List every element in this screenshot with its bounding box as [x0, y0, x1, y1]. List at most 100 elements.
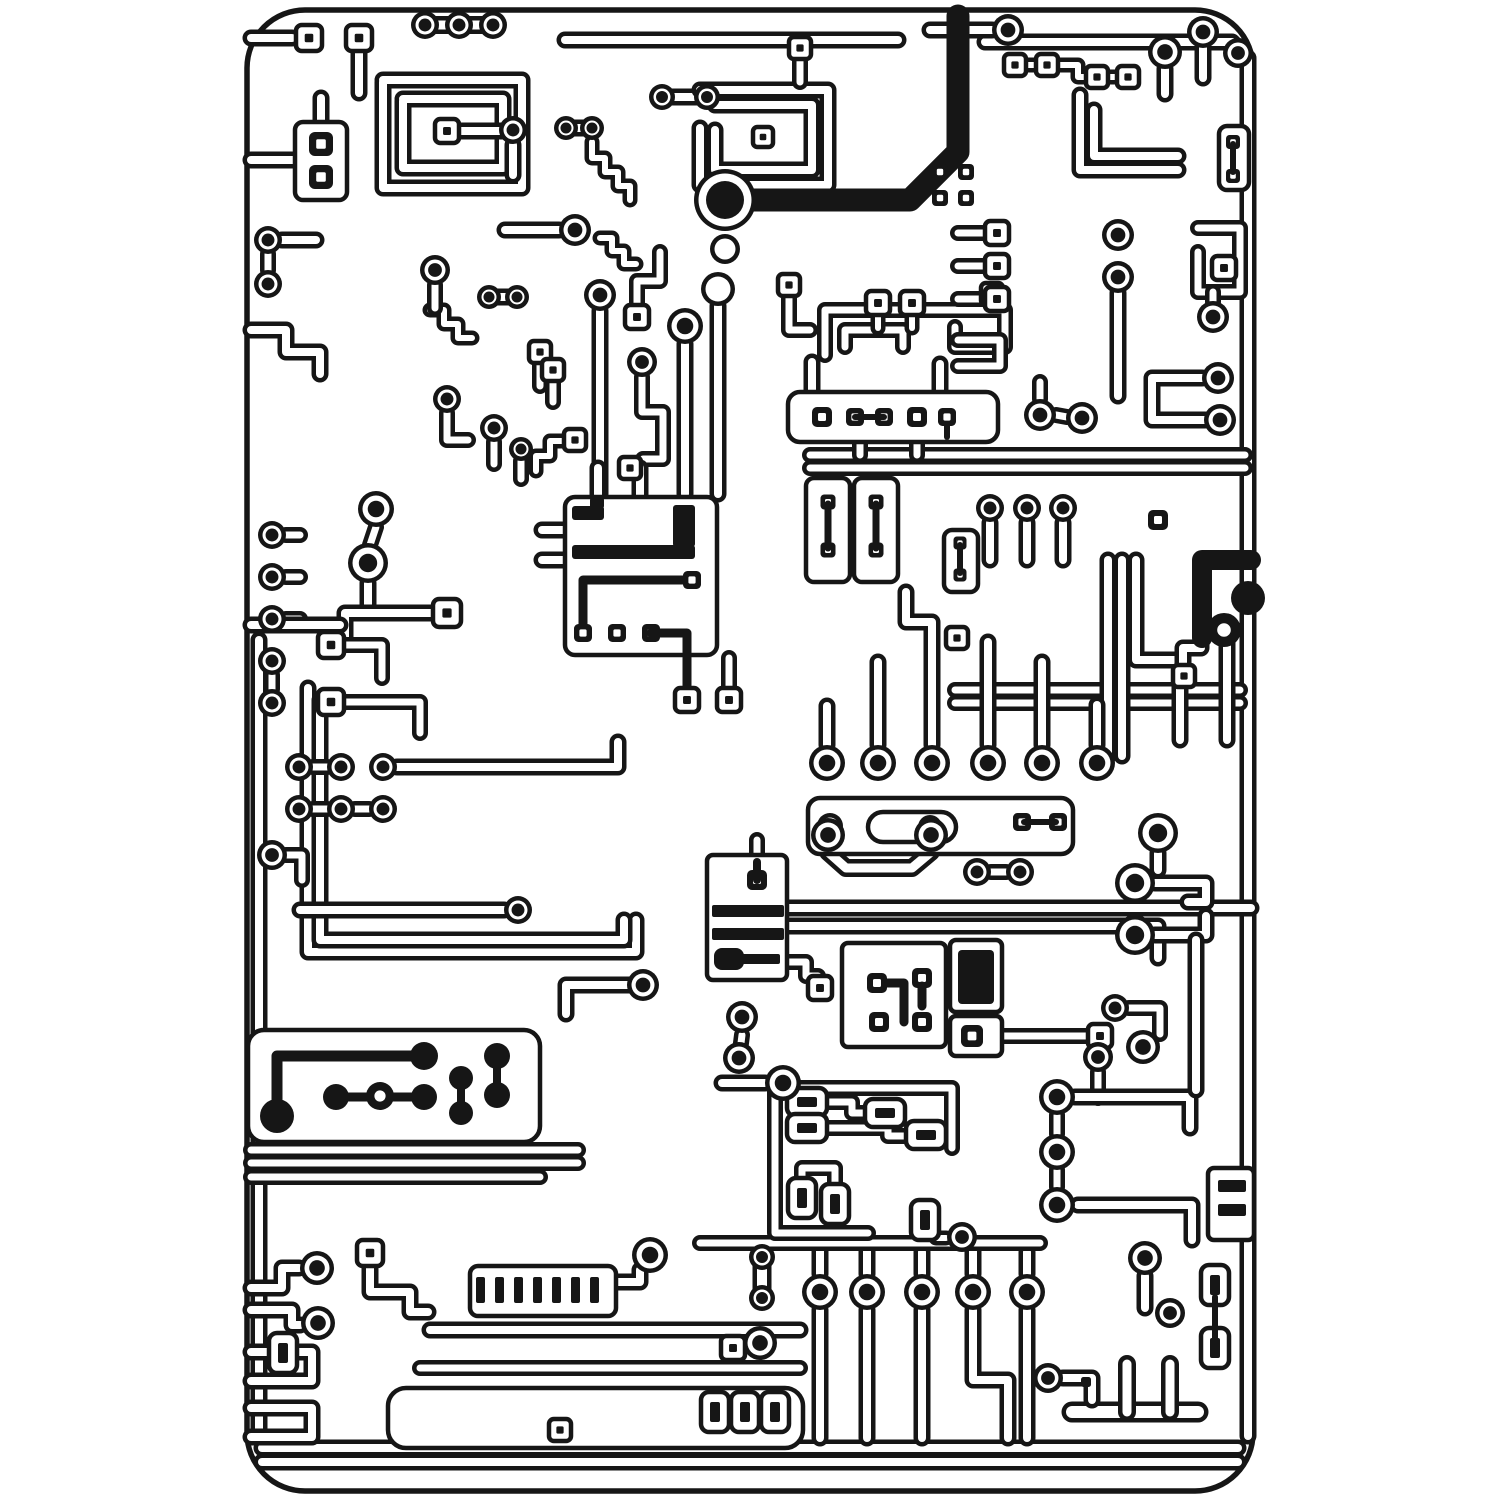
- pad: [914, 818, 948, 852]
- pad: [802, 1274, 838, 1310]
- trace: [950, 332, 1008, 374]
- square-pad: [672, 685, 702, 715]
- black-rect: [740, 954, 780, 964]
- square-pad: [943, 624, 971, 652]
- black-square-pad: [958, 164, 974, 180]
- pad: [1128, 1241, 1162, 1275]
- pad: [480, 414, 508, 442]
- solid-trace: [578, 575, 688, 631]
- pad: [1202, 362, 1234, 394]
- solid-trace: [271, 1050, 428, 1116]
- pad: [1115, 863, 1155, 903]
- pad: [285, 753, 313, 781]
- square-pad: [714, 685, 744, 715]
- square-pad: [1033, 51, 1061, 79]
- black-rect: [495, 1277, 504, 1303]
- resistor-cap: [266, 1330, 300, 1376]
- pad: [963, 858, 991, 886]
- trace: [278, 847, 310, 888]
- solid-pad: [410, 1042, 438, 1070]
- trace: [706, 96, 821, 179]
- black-square-pad: [1081, 1377, 1091, 1387]
- trace: [1066, 1088, 1199, 1137]
- pad: [849, 1274, 885, 1310]
- square-pad: [539, 356, 567, 384]
- pad: [369, 753, 397, 781]
- black-square-pad: [961, 1025, 983, 1047]
- square-pad: [354, 1237, 386, 1269]
- trace: [781, 289, 818, 338]
- trace: [1143, 369, 1214, 429]
- pad: [955, 1274, 991, 1310]
- square-pad: [430, 596, 464, 630]
- black-rect: [712, 905, 784, 917]
- square-pad: [786, 34, 814, 62]
- pad: [1066, 402, 1098, 434]
- pad: [1115, 915, 1155, 955]
- solid-trace: [1192, 550, 1261, 648]
- trace: [897, 583, 941, 754]
- black-square-pad: [932, 164, 948, 180]
- solid-pad: [411, 1084, 437, 1110]
- trace: [242, 1399, 321, 1446]
- pad: [723, 1042, 755, 1074]
- square-pad: [561, 426, 589, 454]
- resistor-cap: [1198, 1262, 1232, 1308]
- black-square-pad: [309, 132, 333, 156]
- black-rect: [590, 1277, 599, 1303]
- square-pad: [315, 686, 347, 718]
- pad: [433, 385, 461, 413]
- trace: [1048, 407, 1075, 425]
- pad: [301, 1306, 335, 1340]
- trace: [767, 1080, 960, 1156]
- pad: [258, 521, 286, 549]
- pad: [1024, 399, 1056, 431]
- trace: [964, 1301, 1017, 1447]
- black-square-pad: [938, 408, 956, 426]
- pad: [743, 1326, 777, 1360]
- pad: [479, 11, 507, 39]
- pad: [445, 11, 473, 39]
- pad: [258, 689, 286, 717]
- trace: [592, 230, 644, 272]
- pad: [369, 795, 397, 823]
- square-pad: [1170, 662, 1198, 690]
- square-pad: [718, 1333, 748, 1363]
- traces-layer: [242, 16, 1260, 1471]
- trace: [1054, 1369, 1101, 1409]
- trace: [767, 1082, 876, 1241]
- square-pad: [863, 288, 893, 318]
- pad: [1223, 38, 1253, 68]
- black-square-pad: [867, 973, 887, 993]
- trace: [816, 1094, 874, 1121]
- pad: [411, 11, 439, 39]
- pad: [257, 840, 287, 870]
- black-rect: [673, 505, 695, 547]
- ring-pad: [366, 1082, 394, 1110]
- square-pad: [750, 124, 776, 150]
- pad: [1148, 35, 1182, 69]
- black-square-pad: [912, 968, 932, 988]
- black-rect: [572, 506, 604, 520]
- pad: [694, 84, 720, 110]
- trace: [584, 134, 638, 208]
- trace: [362, 519, 384, 553]
- pad: [554, 116, 578, 140]
- pad: [667, 308, 703, 344]
- pad: [559, 214, 591, 246]
- pad: [327, 753, 355, 781]
- pad: [627, 969, 659, 1001]
- pad: [1033, 1363, 1063, 1393]
- pad: [649, 84, 675, 110]
- black-square-pad: [912, 1012, 932, 1032]
- square-pad: [526, 338, 554, 366]
- resistor-cap: [698, 1389, 732, 1435]
- ring-pad: [1207, 613, 1241, 647]
- resistor-cap: [862, 1096, 908, 1130]
- pad: [1102, 261, 1134, 293]
- pad: [1006, 858, 1034, 886]
- pad: [1101, 994, 1129, 1022]
- solid-pad: [449, 1066, 473, 1090]
- component-outline: [292, 119, 350, 203]
- pad: [914, 745, 950, 781]
